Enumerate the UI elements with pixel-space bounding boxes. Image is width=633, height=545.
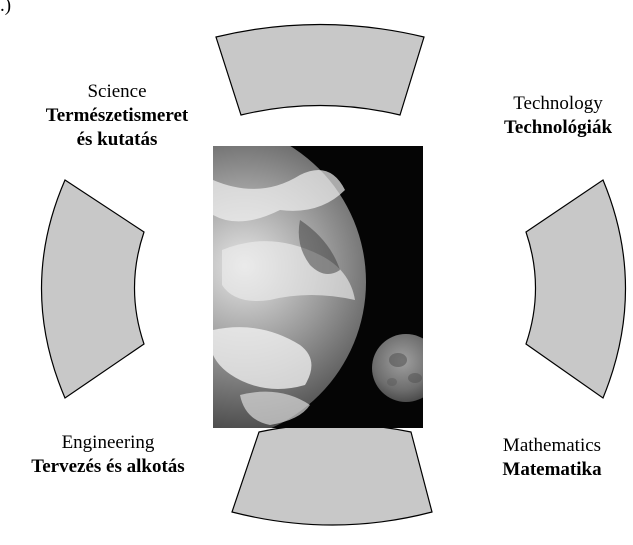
science-hu-line1: Természetismeret (45, 105, 189, 126)
science-en-text: Science (87, 81, 147, 102)
segment-right (525, 179, 627, 399)
technology-en-text: Technology (513, 93, 603, 114)
technology-hu-text: Technológiák (503, 117, 613, 138)
moon-icon (372, 334, 423, 402)
engineering-hu-text: Tervezés és alkotás (31, 456, 185, 477)
mathematics-hu-text: Matematika (502, 459, 602, 480)
mathematics-label: Mathematics Matematika (471, 434, 633, 482)
segment-left-shape (40, 179, 145, 399)
segment-top (215, 23, 425, 116)
engineering-en-text: Engineering (61, 432, 155, 453)
science-hu-line2: és kutatás (76, 129, 158, 150)
corner-mark-text: .) (0, 0, 12, 16)
segment-bottom (231, 423, 433, 526)
technology-label: Technology Technológiák (483, 92, 633, 140)
engineering-label: Engineering Tervezés és alkotás (0, 431, 216, 479)
science-label: Science Természetismeret és kutatás (4, 80, 230, 152)
earth-moon-photo (213, 146, 423, 428)
mathematics-en-text: Mathematics (502, 435, 602, 456)
